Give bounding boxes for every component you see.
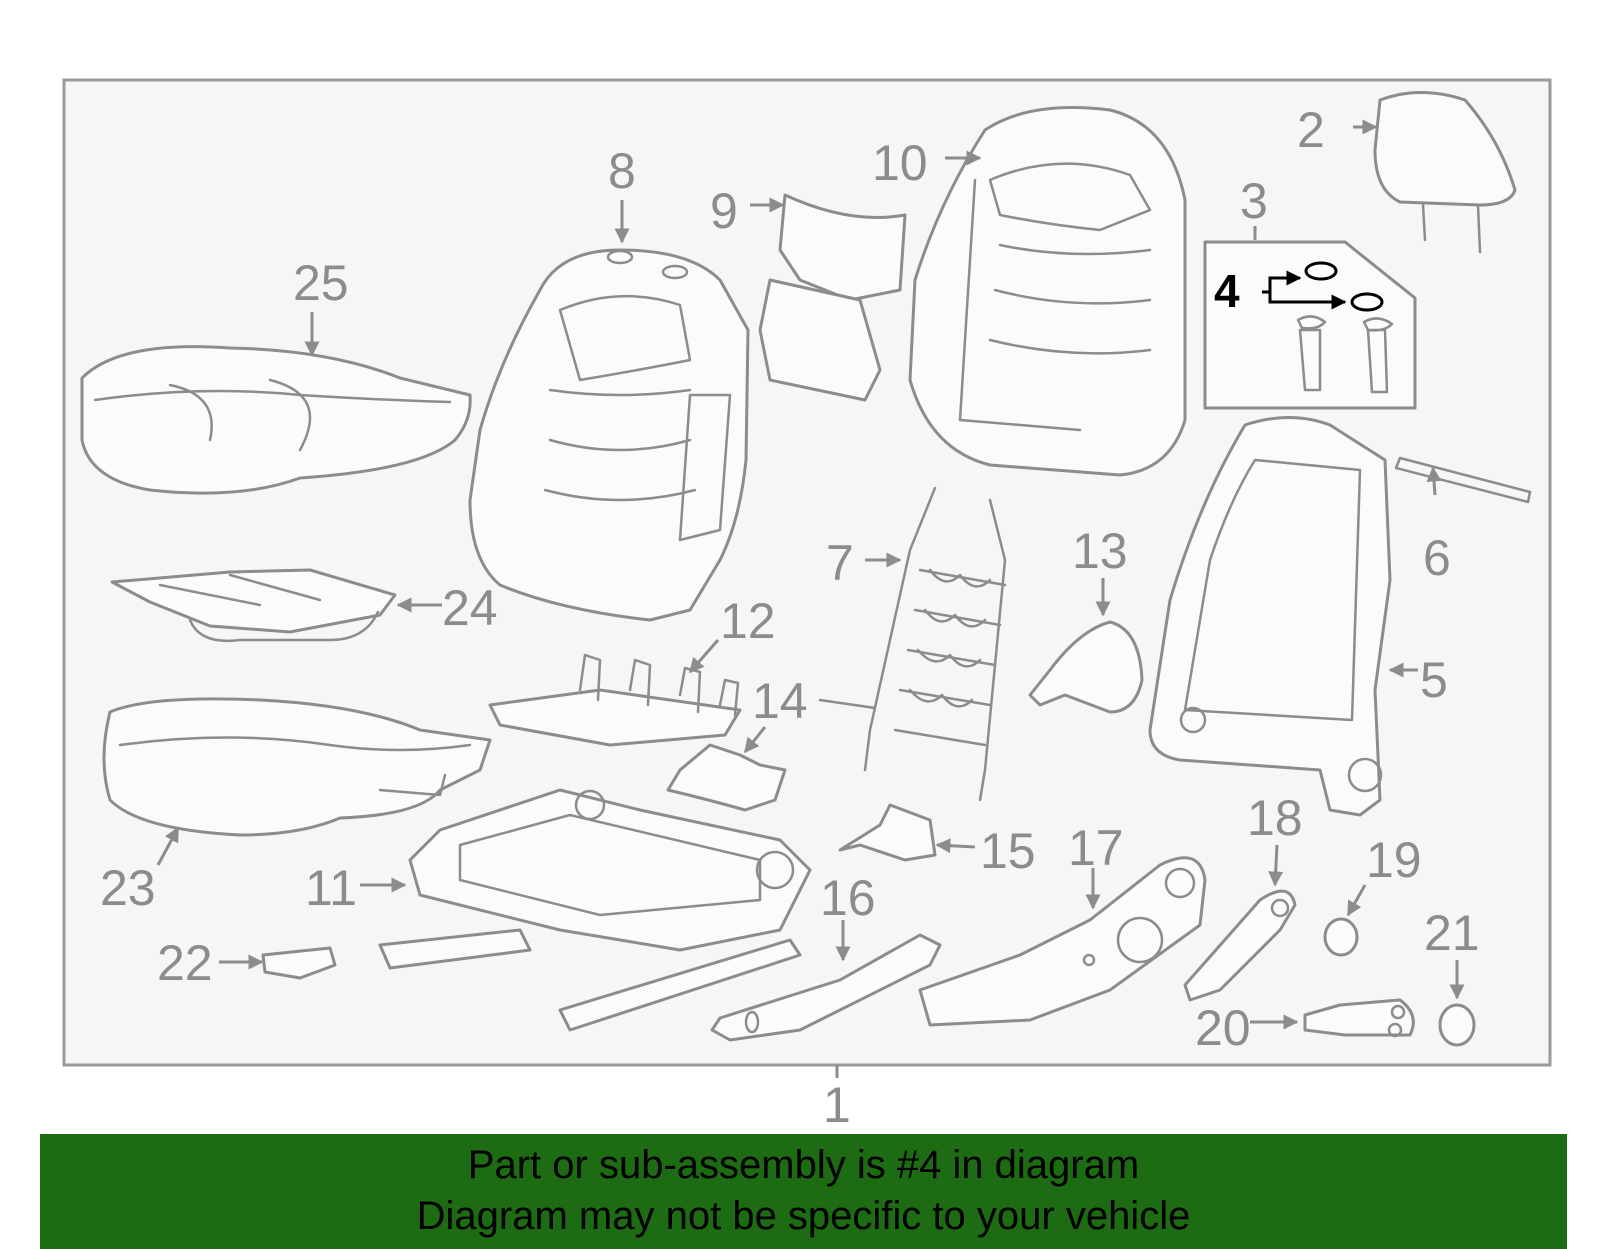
part-bracket-13[interactable] (1028, 620, 1144, 714)
callout-labels: 1 2 3 4 5 6 7 8 9 10 11 12 13 14 15 16 1… (100, 102, 1480, 1133)
part-cap-21[interactable] (1438, 1003, 1476, 1047)
callout-9: 9 (710, 183, 738, 239)
callout-8: 8 (608, 143, 636, 199)
part-handle-20[interactable] (1303, 998, 1415, 1038)
callout-22: 22 (157, 935, 213, 991)
callout-25: 25 (293, 255, 349, 311)
callout-11: 11 (305, 860, 357, 916)
part-trim-14[interactable] (666, 698, 877, 812)
part-seatback-pad[interactable] (908, 106, 1187, 477)
callout-5: 5 (1420, 652, 1448, 708)
part-seat-adjuster-bracket[interactable] (488, 653, 742, 747)
callout-13: 13 (1072, 523, 1128, 579)
callout-2: 2 (1297, 102, 1325, 158)
part-handle-18[interactable] (1183, 889, 1297, 1002)
part-seatback-frame[interactable] (1148, 416, 1392, 817)
callout-4: 4 (1214, 265, 1240, 317)
leader-lines (156, 119, 1465, 1078)
part-lumbar-pad[interactable] (758, 193, 907, 402)
part-knob-19[interactable] (1323, 917, 1359, 957)
part-suspension-mat[interactable] (863, 486, 1007, 802)
part-cushion-pad[interactable] (102, 697, 492, 837)
part-guide-kit-inset[interactable] (1203, 240, 1417, 410)
part-headrest[interactable] (1373, 91, 1517, 254)
callout-3: 3 (1240, 173, 1268, 229)
callout-24: 24 (442, 580, 498, 636)
callout-12: 12 (720, 593, 776, 649)
info-banner: Part or sub-assembly is #4 in diagram Di… (40, 1134, 1567, 1249)
callout-16: 16 (820, 870, 876, 926)
callout-14: 14 (752, 673, 808, 729)
part-trim-15[interactable] (838, 803, 937, 862)
part-side-shield-17[interactable] (918, 856, 1207, 1027)
part-4-highlighted[interactable] (1262, 261, 1384, 312)
callout-17: 17 (1068, 820, 1124, 876)
callout-7: 7 (826, 535, 854, 591)
callout-15: 15 (980, 823, 1036, 879)
callout-18: 18 (1247, 790, 1303, 846)
part-rod[interactable] (1394, 456, 1532, 504)
callout-20: 20 (1195, 1000, 1251, 1056)
callout-10: 10 (872, 135, 928, 191)
part-cushion-pan[interactable] (110, 568, 397, 643)
part-seat-cushion-cover[interactable] (80, 345, 472, 495)
callout-1: 1 (823, 1077, 851, 1133)
callout-21: 21 (1424, 905, 1480, 961)
part-trim-16[interactable] (710, 933, 942, 1042)
banner-line-2: Diagram may not be specific to your vehi… (416, 1194, 1191, 1238)
part-clip-22[interactable] (261, 946, 337, 980)
callout-23: 23 (100, 860, 156, 916)
part-seat-adjuster[interactable] (378, 788, 812, 1032)
callout-19: 19 (1366, 832, 1422, 888)
part-seatback-cover[interactable] (468, 248, 750, 622)
callout-6: 6 (1423, 530, 1451, 586)
banner-line-1: Part or sub-assembly is #4 in diagram (467, 1143, 1140, 1187)
